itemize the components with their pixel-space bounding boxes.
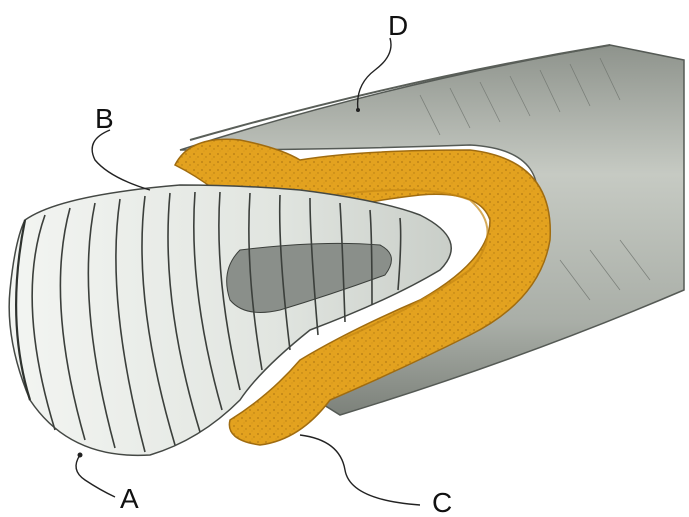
label-b: B [95, 103, 114, 134]
label-d: D [388, 10, 408, 41]
leader-line-b [92, 130, 150, 190]
leader-dot-d [356, 108, 360, 112]
label-a: A [120, 483, 139, 514]
leader-line-c [300, 435, 420, 505]
leader-dot-a [78, 453, 83, 458]
label-c: C [432, 487, 452, 517]
leader-line-a [76, 455, 115, 497]
